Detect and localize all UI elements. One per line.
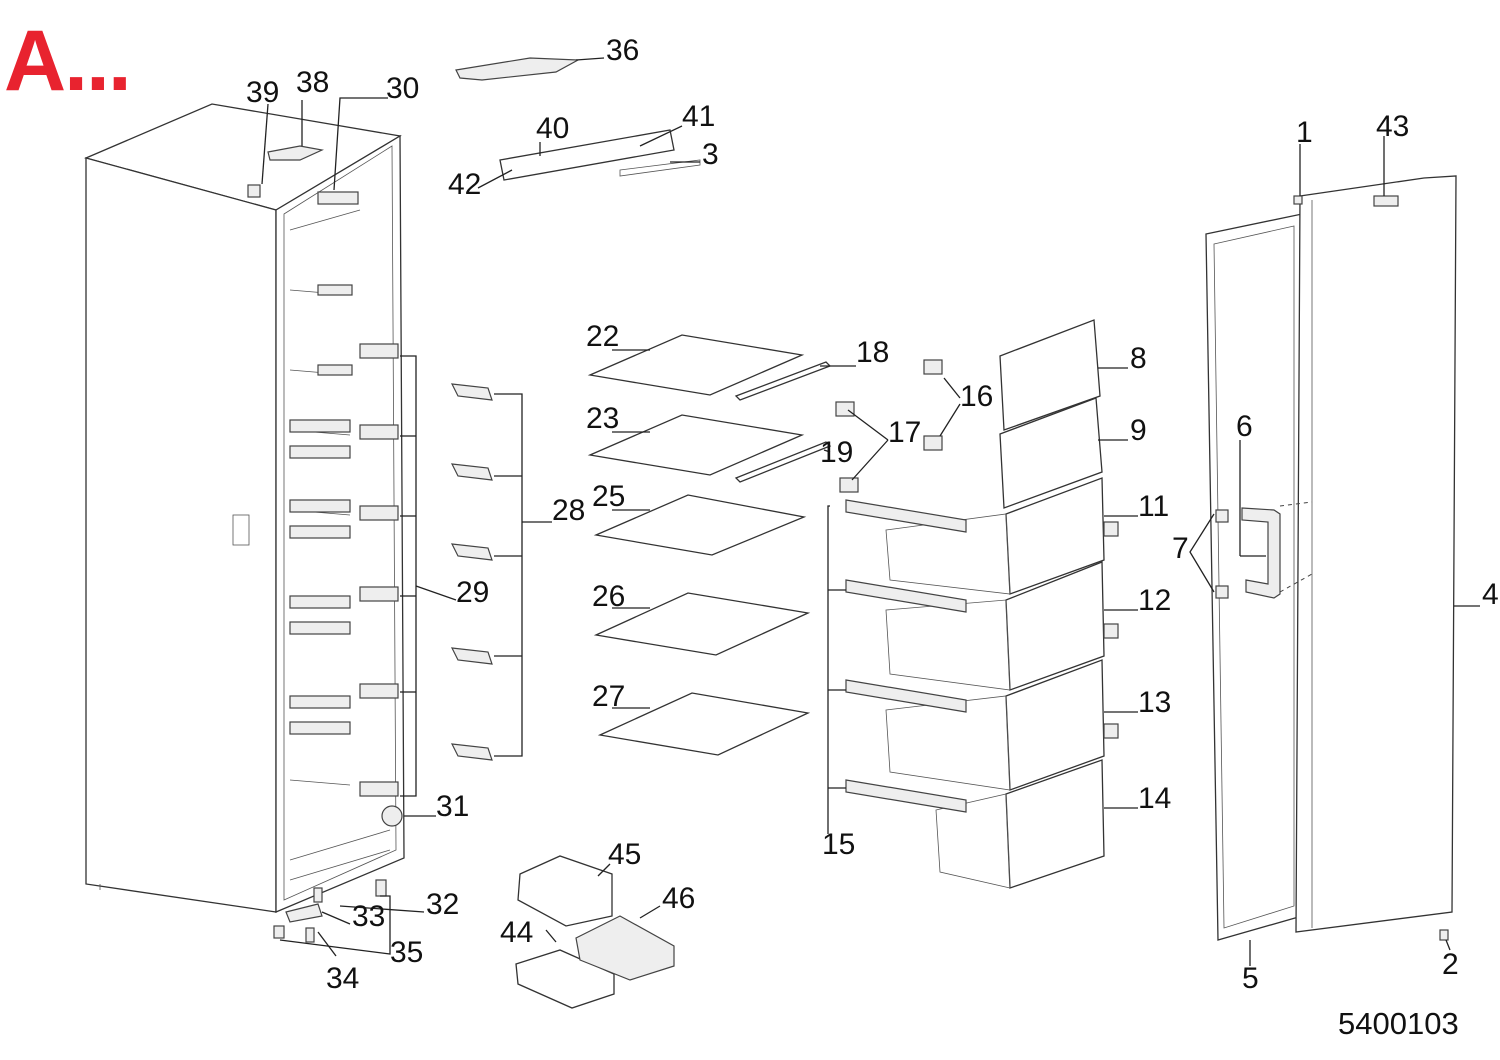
drawer-rails bbox=[845, 499, 967, 813]
callout-40: 40 bbox=[536, 112, 569, 145]
door bbox=[1205, 175, 1457, 941]
callout-9: 9 bbox=[1130, 414, 1147, 447]
callout-44: 44 bbox=[500, 916, 533, 949]
callout-labels: 36 39 38 30 40 41 3 42 22 18 16 17 19 23… bbox=[246, 34, 1499, 995]
callout-19: 19 bbox=[820, 436, 853, 469]
shelf-supports-28 bbox=[450, 383, 493, 761]
callout-13: 13 bbox=[1138, 686, 1171, 719]
callout-27: 27 bbox=[592, 680, 625, 713]
callout-14: 14 bbox=[1138, 782, 1171, 815]
callout-2: 2 bbox=[1442, 948, 1459, 981]
callout-32: 32 bbox=[426, 888, 459, 921]
callout-16: 16 bbox=[960, 380, 993, 413]
leader-lines bbox=[261, 57, 1480, 966]
top-fittings bbox=[247, 145, 359, 205]
shelf-trims bbox=[734, 361, 832, 483]
drawer-fronts bbox=[999, 319, 1105, 889]
callout-6: 6 bbox=[1236, 410, 1253, 443]
callout-43: 43 bbox=[1376, 110, 1409, 143]
callout-5: 5 bbox=[1242, 962, 1259, 995]
callout-7: 7 bbox=[1172, 532, 1189, 565]
callout-30: 30 bbox=[386, 72, 419, 105]
callout-34: 34 bbox=[326, 962, 359, 995]
callout-3: 3 bbox=[702, 138, 719, 171]
glass-shelves bbox=[587, 334, 811, 756]
callout-42: 42 bbox=[448, 168, 481, 201]
callout-39: 39 bbox=[246, 76, 279, 109]
callout-28: 28 bbox=[552, 494, 585, 527]
feet-and-bottom-hinge bbox=[273, 805, 403, 943]
callout-45: 45 bbox=[608, 838, 641, 871]
corner-title: A... bbox=[4, 13, 132, 109]
callout-15: 15 bbox=[822, 828, 855, 861]
callout-36: 36 bbox=[606, 34, 639, 67]
callout-18: 18 bbox=[856, 336, 889, 369]
callout-25: 25 bbox=[592, 480, 625, 513]
callout-1: 1 bbox=[1296, 116, 1313, 149]
callout-17: 17 bbox=[888, 416, 921, 449]
part-36 bbox=[455, 57, 581, 81]
callout-41: 41 bbox=[682, 100, 715, 133]
callout-31: 31 bbox=[436, 790, 469, 823]
callout-12: 12 bbox=[1138, 584, 1171, 617]
callout-33: 33 bbox=[352, 900, 385, 933]
callout-46: 46 bbox=[662, 882, 695, 915]
hinges bbox=[835, 359, 943, 493]
ice-maker-group bbox=[515, 855, 675, 1009]
callout-8: 8 bbox=[1130, 342, 1147, 375]
callout-23: 23 bbox=[586, 402, 619, 435]
callout-11: 11 bbox=[1138, 490, 1169, 523]
part-40-board bbox=[499, 129, 701, 181]
callout-4: 4 bbox=[1482, 578, 1499, 611]
callout-26: 26 bbox=[592, 580, 625, 613]
callout-29: 29 bbox=[456, 576, 489, 609]
callout-38: 38 bbox=[296, 66, 329, 99]
cabinet-body bbox=[84, 103, 405, 913]
drawer-clips bbox=[1103, 521, 1119, 739]
drawing-number: 5400103 bbox=[1338, 1006, 1459, 1041]
callout-22: 22 bbox=[586, 320, 619, 353]
callout-35: 35 bbox=[390, 936, 423, 969]
